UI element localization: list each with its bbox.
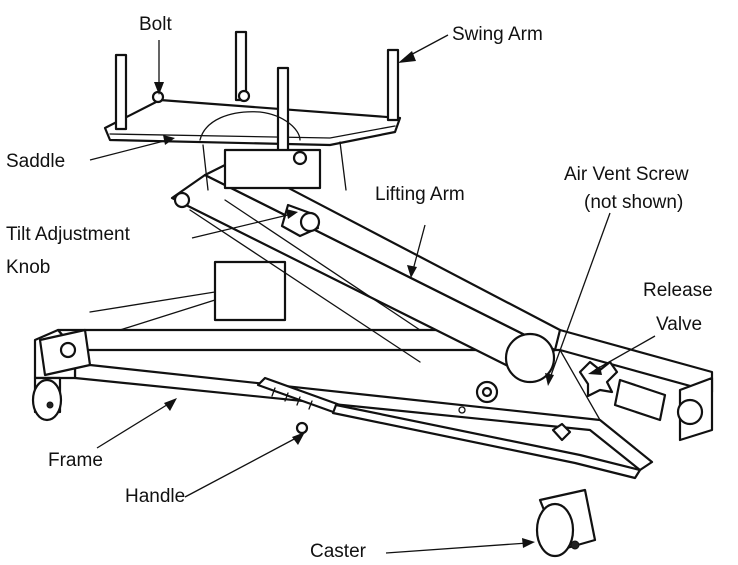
saddle-label: Saddle	[6, 151, 65, 172]
bolt-label: Bolt	[139, 14, 172, 35]
caster-left-drawing	[31, 328, 92, 422]
swing-arm-label: Swing Arm	[452, 24, 543, 45]
lifting-arm-label: Lifting Arm	[375, 184, 465, 205]
frame-label: Frame	[48, 450, 103, 471]
release-valve-drawing	[578, 360, 667, 422]
tilt-knob-label: Knob	[6, 257, 50, 278]
air-vent-not-shown-label: (not shown)	[584, 192, 683, 213]
air-vent-screw-label: Air Vent Screw	[564, 164, 689, 185]
saddle-drawing	[103, 30, 402, 191]
caster-right-drawing	[535, 488, 597, 558]
caster-label: Caster	[310, 541, 367, 562]
release-label: Release	[643, 280, 713, 301]
handle-drawing	[256, 376, 642, 480]
tilt-adjustment-label: Tilt Adjustment	[6, 224, 131, 245]
valve-label: Valve	[656, 314, 702, 335]
handle-label: Handle	[125, 486, 185, 507]
leader-lines	[89, 34, 656, 554]
